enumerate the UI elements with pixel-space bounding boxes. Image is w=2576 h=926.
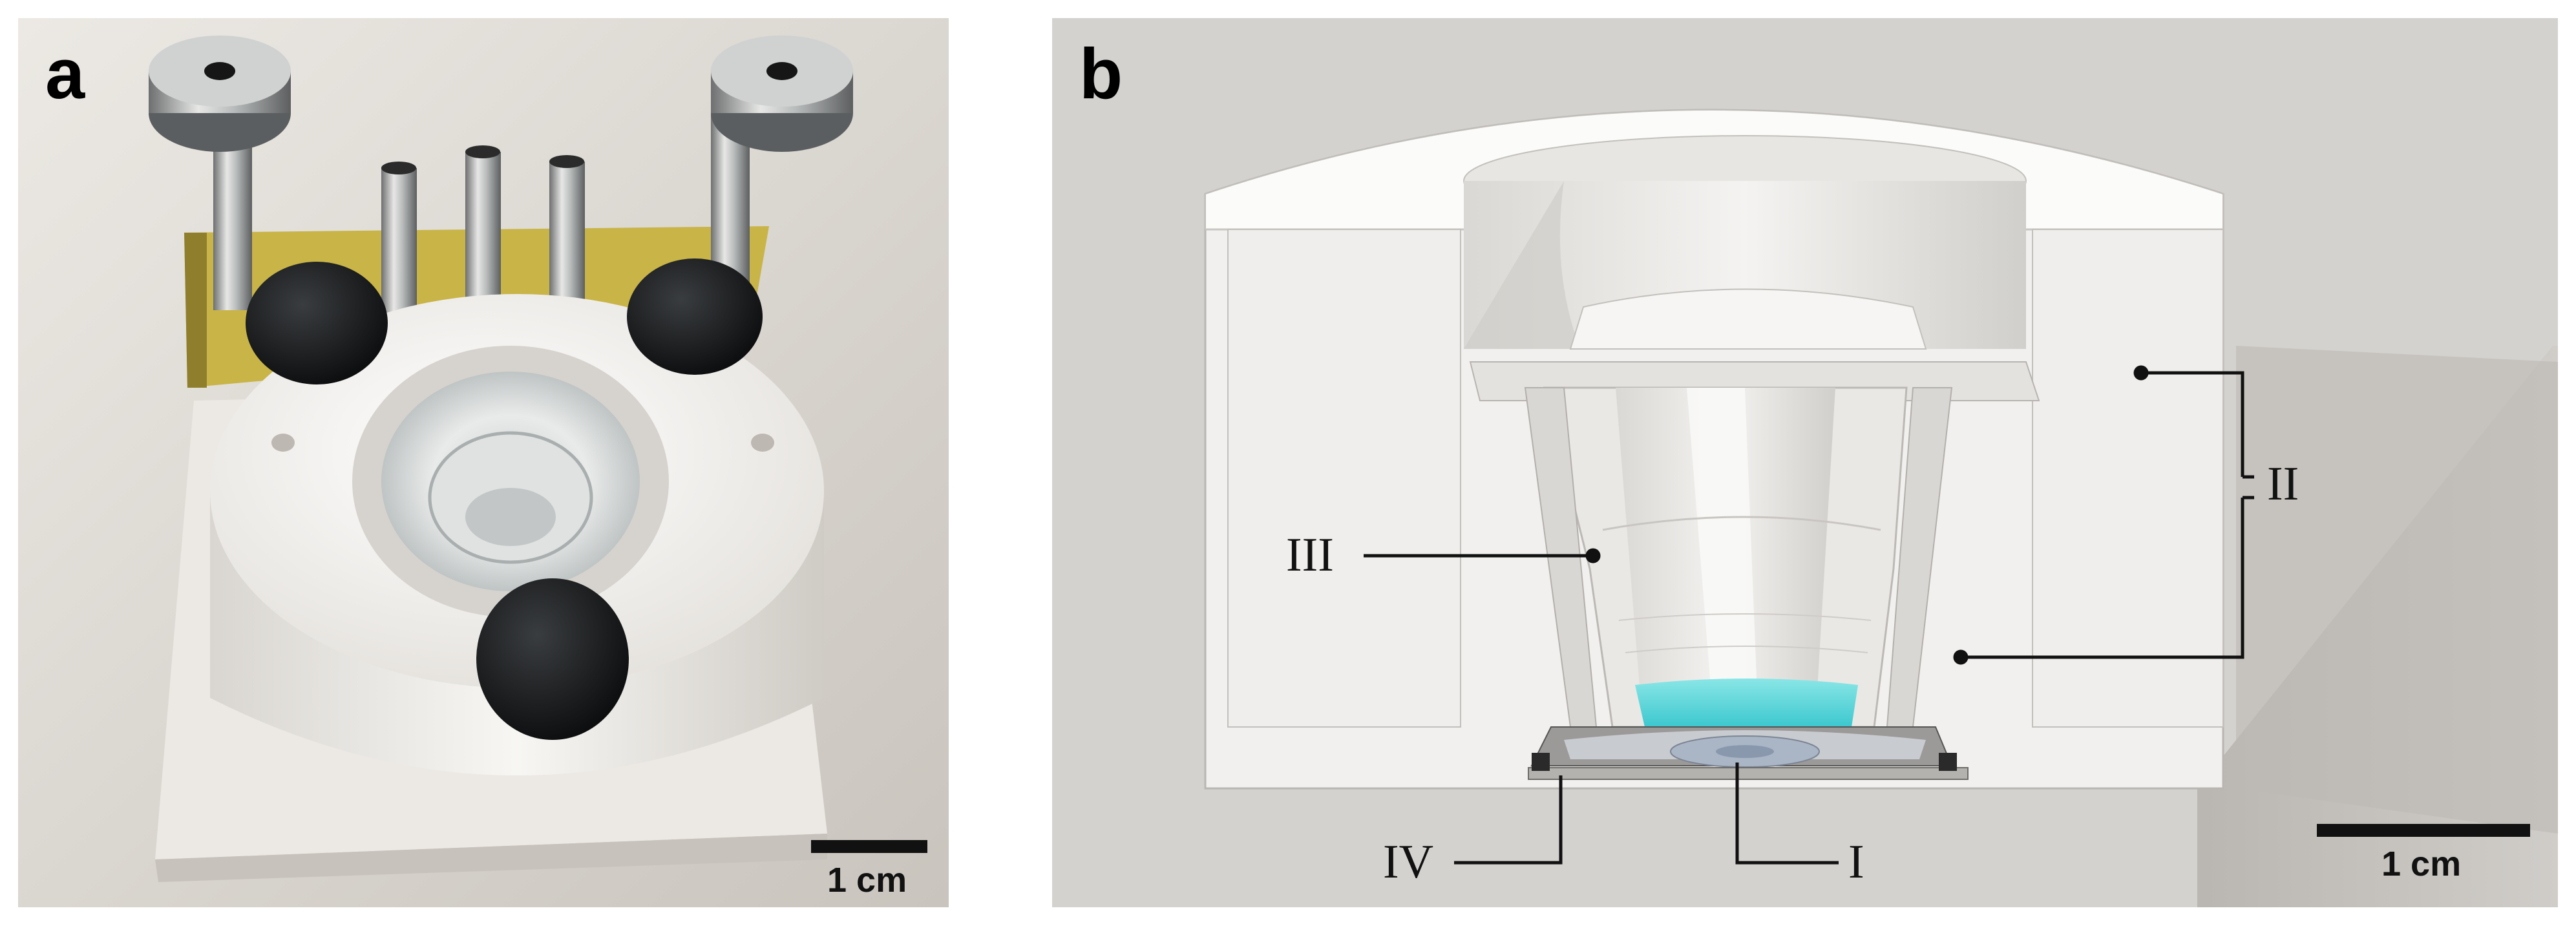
panel-a-label: a: [45, 34, 85, 114]
electrolyte-liquid: [1635, 679, 1858, 727]
bottom-substrate: [1528, 767, 1969, 780]
callout-lines: [1364, 365, 2254, 865]
panel-a-photo: a 1 cm: [0, 0, 969, 926]
panel-b-scale-label: 1 cm: [2381, 845, 2462, 883]
cell-photo: [18, 18, 949, 907]
panel-a-scale-label: 1 cm: [827, 861, 907, 900]
callout-III: III: [1286, 529, 1334, 582]
panel-a-scale-bar: [811, 840, 927, 853]
panel-b-label: b: [1079, 34, 1123, 114]
callout-IV: IV: [1383, 836, 1434, 889]
cell-cross-section-drawing: [1052, 18, 2558, 907]
callout-II: II: [2267, 458, 2299, 510]
panel-b-scale-bar: [2317, 824, 2530, 837]
panel-b-cross-section: b II III IV I 1 cm: [1034, 0, 2576, 926]
callout-I: I: [1848, 836, 1864, 889]
